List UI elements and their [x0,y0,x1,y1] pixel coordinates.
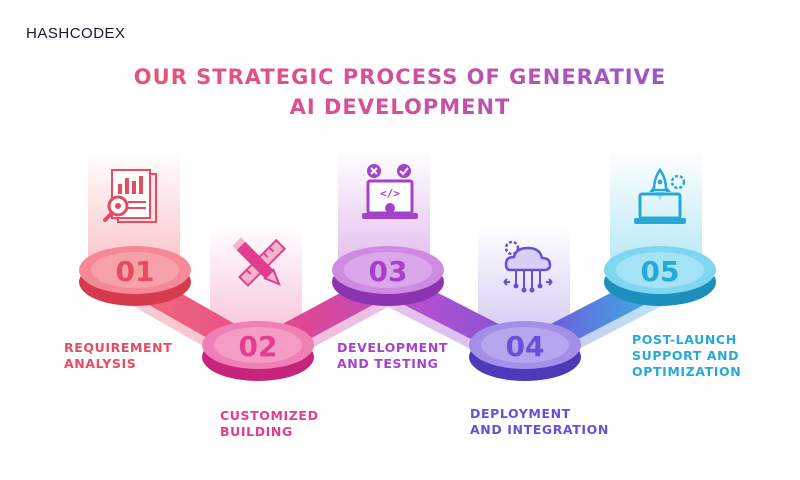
step-disc-01 [79,246,191,306]
step-label-02: CUSTOMIZED BUILDING [220,408,319,439]
step-label-04: DEPLOYMENT AND INTEGRATION [470,406,609,437]
title-line-2: AI DEVELOPMENT [0,92,800,122]
step-number-05: 05 [641,255,680,288]
brand-name-part2: CODEX [69,25,126,42]
report-magnifier-icon [103,169,157,223]
brand-name-part1: HASH [26,25,70,42]
step-disc-02 [202,321,314,381]
step-label-03: DEVELOPMENT AND TESTING [337,340,449,371]
step-number-04: 04 [506,330,545,363]
laptop-code-icon: </> [362,164,418,219]
brand-logo: HASHCODEX [26,25,126,42]
step-number-03: 03 [369,255,408,288]
step-label-05: POST-LAUNCH SUPPORT AND OPTIMIZATION [632,332,742,379]
step-disc-04 [469,321,581,381]
pencil-ruler-icon [232,237,287,287]
title-line-1: OUR STRATEGIC PROCESS OF GENERATIVE [0,62,800,92]
step-number-02: 02 [239,330,278,363]
step-disc-03 [332,246,444,306]
cloud-network-icon [503,240,553,293]
step-disc-05 [604,246,716,306]
page-title: OUR STRATEGIC PROCESS OF GENERATIVE AI D… [0,62,800,122]
step-label-01: REQUIREMENT ANALYSIS [64,340,173,371]
step-number-01: 01 [116,255,155,288]
svg-text:</>: </> [380,187,400,200]
rocket-laptop-icon [634,167,686,224]
